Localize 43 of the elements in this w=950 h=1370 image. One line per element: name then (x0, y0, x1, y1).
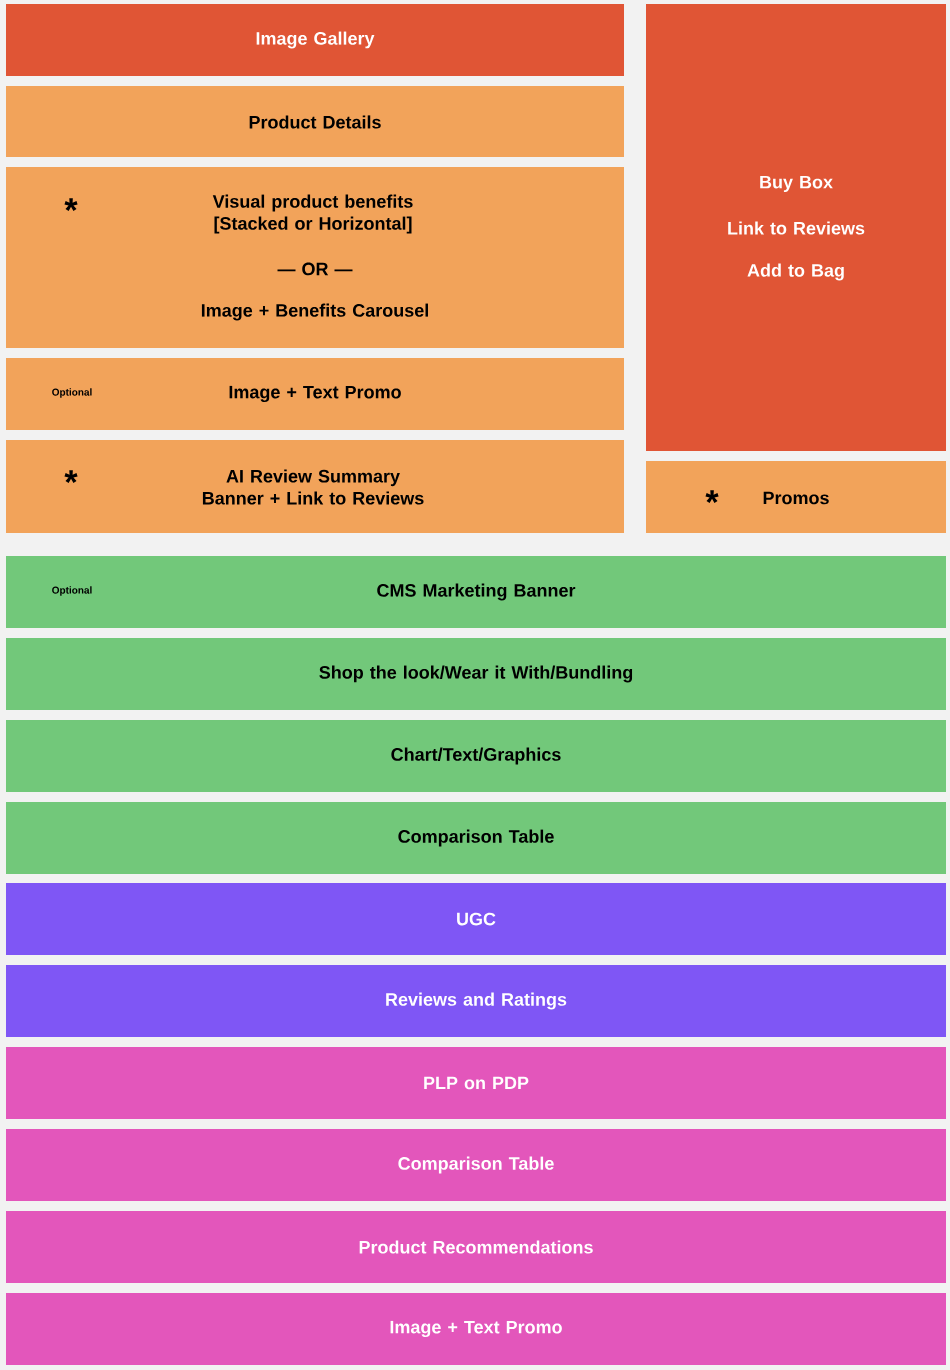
section-label: Image Gallery (256, 31, 375, 49)
section-band (6, 358, 624, 430)
section-label: CMS Marketing Banner (377, 583, 576, 601)
asterisk: * (64, 470, 78, 483)
section-label: Product Details (249, 115, 381, 129)
section-band (6, 556, 946, 628)
section-band (6, 440, 624, 533)
section-band (646, 4, 946, 451)
section-band (6, 802, 946, 874)
asterisk: * (705, 490, 719, 503)
section-label: Reviews and Ratings (386, 992, 567, 1010)
section-band (6, 883, 946, 955)
section-label: Image + Text Promo (229, 385, 401, 403)
section-label: Comparison Table (398, 1156, 554, 1174)
asterisk: * (64, 198, 78, 211)
section-band (6, 86, 624, 157)
section-band (6, 638, 946, 710)
section-label: — OR — (277, 262, 353, 276)
section-label: Promos (763, 491, 829, 505)
section-label: PLP on PDP (424, 1076, 529, 1090)
section-label: Image + Text Promo (390, 1320, 562, 1338)
section-label: AI Review Summary Banner + Link to Reviews (202, 469, 424, 505)
section-band (6, 167, 624, 348)
section-band (6, 1211, 946, 1283)
section-label: Buy Box (760, 175, 833, 193)
section-label: Shop the look/Wear it With/Bundling (319, 665, 633, 683)
section-band (6, 4, 624, 76)
section-band (6, 1293, 946, 1365)
section-label: Link to Reviews (728, 221, 865, 235)
section-band (6, 1129, 946, 1201)
section-band (646, 461, 946, 533)
section-label: Comparison Table (398, 829, 554, 847)
section-label: Add to Bag (747, 263, 844, 281)
section-label: Product Recommendations (359, 1240, 593, 1254)
section-label: Image + Benefits Carousel (201, 303, 428, 321)
section-band (6, 965, 946, 1037)
section-label: Visual product benefits [Stacked or Horizontal] (212, 194, 413, 234)
section-band (6, 720, 946, 792)
section-label: Chart/Text/Graphics (391, 747, 561, 765)
section-label: UGC (457, 912, 496, 926)
section-band (6, 1047, 946, 1119)
optional-tag: Optional (52, 586, 92, 596)
optional-tag: Optional (52, 388, 92, 398)
